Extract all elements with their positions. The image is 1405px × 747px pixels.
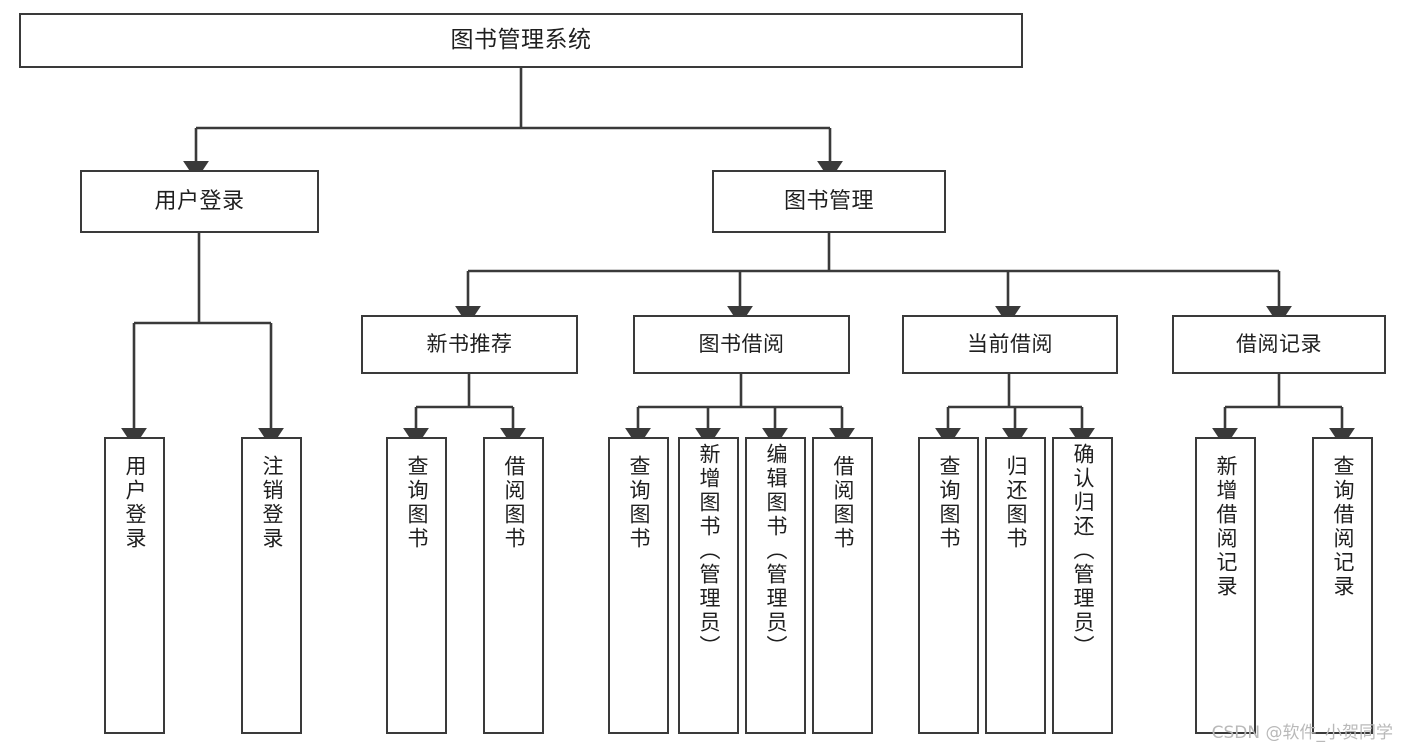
leaf-nb-query-book[interactable]: 查询图书 — [386, 437, 447, 734]
leaf-bb-add-book-admin-label: 新增图书（管理员） — [697, 443, 721, 659]
node-root-label: 图书管理系统 — [450, 27, 592, 54]
leaf-user-login[interactable]: 用户登录 — [104, 437, 165, 734]
node-borrow-record[interactable]: 借阅记录 — [1172, 315, 1386, 374]
leaf-nb-borrow-book-label: 借阅图书 — [502, 455, 526, 551]
leaf-bb-edit-book-admin-label: 编辑图书（管理员） — [764, 443, 788, 659]
leaf-cb-query-book-label: 查询图书 — [937, 455, 961, 551]
node-book-management-label: 图书管理 — [783, 188, 874, 214]
leaf-cb-confirm-return-admin-label: 确认归还（管理员） — [1071, 443, 1095, 659]
leaf-logout-label: 注销登录 — [260, 455, 284, 551]
leaf-logout[interactable]: 注销登录 — [241, 437, 302, 734]
leaf-br-query-record[interactable]: 查询借阅记录 — [1312, 437, 1373, 734]
leaf-nb-borrow-book[interactable]: 借阅图书 — [483, 437, 544, 734]
leaf-cb-return-book-label: 归还图书 — [1004, 455, 1028, 551]
node-book-borrow[interactable]: 图书借阅 — [633, 315, 850, 374]
leaf-br-add-record[interactable]: 新增借阅记录 — [1195, 437, 1256, 734]
node-user-login-label: 用户登录 — [154, 188, 245, 214]
leaf-bb-borrow-book[interactable]: 借阅图书 — [812, 437, 873, 734]
node-borrow-record-label: 借阅记录 — [1236, 332, 1322, 357]
leaf-cb-query-book[interactable]: 查询图书 — [918, 437, 979, 734]
leaf-user-login-label: 用户登录 — [123, 455, 147, 551]
leaf-cb-return-book[interactable]: 归还图书 — [985, 437, 1046, 734]
leaf-bb-borrow-book-label: 借阅图书 — [831, 455, 855, 551]
node-new-book-recommend-label: 新书推荐 — [426, 332, 513, 357]
node-root[interactable]: 图书管理系统 — [19, 13, 1023, 68]
node-book-management[interactable]: 图书管理 — [712, 170, 946, 233]
node-user-login[interactable]: 用户登录 — [80, 170, 319, 233]
leaf-br-add-record-label: 新增借阅记录 — [1214, 455, 1238, 599]
leaf-bb-edit-book-admin[interactable]: 编辑图书（管理员） — [745, 437, 806, 734]
leaf-bb-query-book-label: 查询图书 — [627, 455, 651, 551]
leaf-nb-query-book-label: 查询图书 — [405, 455, 429, 551]
node-book-borrow-label: 图书借阅 — [698, 332, 785, 357]
leaf-bb-add-book-admin[interactable]: 新增图书（管理员） — [678, 437, 739, 734]
leaf-bb-query-book[interactable]: 查询图书 — [608, 437, 669, 734]
node-current-borrow-label: 当前借阅 — [967, 332, 1053, 357]
leaf-cb-confirm-return-admin[interactable]: 确认归还（管理员） — [1052, 437, 1113, 734]
leaf-br-query-record-label: 查询借阅记录 — [1331, 455, 1355, 599]
node-new-book-recommend[interactable]: 新书推荐 — [361, 315, 578, 374]
node-current-borrow[interactable]: 当前借阅 — [902, 315, 1118, 374]
watermark: CSDN @软件_小贺同学 — [1211, 723, 1393, 743]
